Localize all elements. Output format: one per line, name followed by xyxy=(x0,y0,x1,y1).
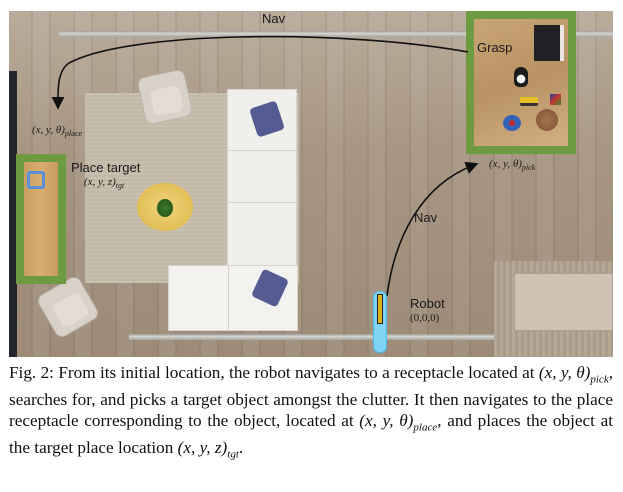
robot-coords: (0,0,0) xyxy=(410,312,440,324)
nav-arrow-to-place xyxy=(51,35,469,110)
plant xyxy=(157,199,173,217)
toy-car xyxy=(520,97,538,106)
lion-toy xyxy=(536,109,558,131)
ball-toy xyxy=(503,115,521,131)
place-target-cube-icon xyxy=(27,171,45,189)
pick-pose-label: (x, y, θ)pick xyxy=(489,158,536,173)
caption-pick-pose: (x, y, θ) xyxy=(538,363,591,382)
navigation-arrows xyxy=(51,35,479,297)
place-receptacle xyxy=(16,154,66,284)
scene-figure: Grasp Nav Nav Place target Robot (0,0,0)… xyxy=(9,11,613,357)
penguin-toy xyxy=(514,67,528,87)
nav-label-top: Nav xyxy=(262,11,286,26)
wall-top xyxy=(59,31,613,37)
robot-label: Robot xyxy=(410,296,445,311)
robot-arm xyxy=(377,294,383,324)
rubiks-cube xyxy=(550,94,561,105)
figure-caption: Fig. 2: From its initial location, the r… xyxy=(9,363,613,466)
black-object xyxy=(534,25,564,61)
caption-text: , searches for, and picks a target objec… xyxy=(9,363,613,431)
place-target-label: Place target xyxy=(71,160,141,175)
caption-text: Fig. 2: From its initial location, the r… xyxy=(9,363,539,382)
sofa-seam xyxy=(228,266,229,330)
place-pose-label: (x, y, θ)place xyxy=(32,124,83,139)
nav-arrow-to-pick xyxy=(386,161,479,297)
left-wall xyxy=(9,71,17,357)
sofa-seam xyxy=(228,202,296,203)
nav-label-right: Nav xyxy=(414,210,438,225)
target-pose-label: (x, y, z)tgt xyxy=(84,176,125,191)
caption-text: . xyxy=(238,438,244,458)
grasp-label: Grasp xyxy=(477,40,513,55)
caption-place-pose: (x, y, θ) xyxy=(359,411,414,431)
wall-bottom xyxy=(129,334,613,340)
caption-target-sub: tgt xyxy=(227,448,239,461)
caption-target-pose: (x, y, z) xyxy=(177,438,228,458)
caption-pick-sub: pick xyxy=(590,373,609,386)
dining-table xyxy=(514,273,613,331)
sofa-seam xyxy=(228,150,296,151)
caption-text: , and places the object at the target pl… xyxy=(9,411,613,458)
caption-place-sub: place xyxy=(413,421,438,434)
